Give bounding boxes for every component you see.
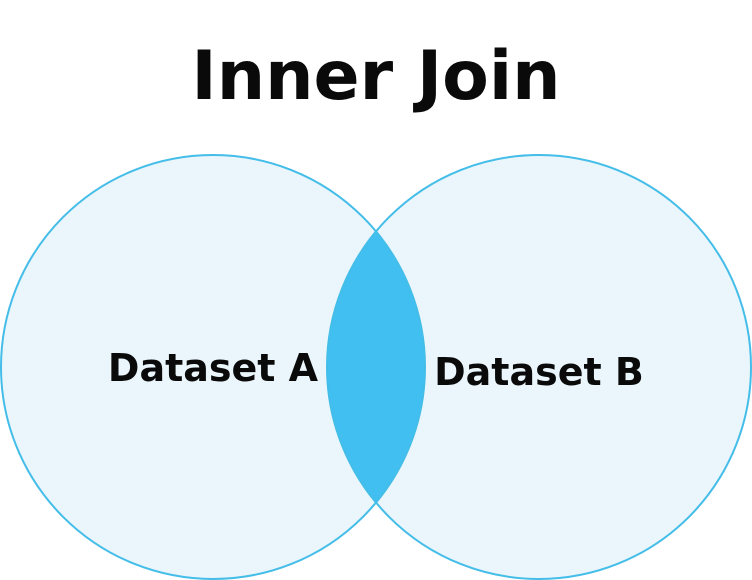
set-a-outline (0, 154, 426, 580)
set-a-label: Dataset A (108, 346, 319, 390)
set-b-circle (327, 155, 751, 579)
set-b-label: Dataset B (434, 350, 644, 394)
set-a-circle (1, 155, 425, 579)
set-b-outline (326, 154, 752, 580)
diagram-title: Inner Join (191, 37, 561, 116)
